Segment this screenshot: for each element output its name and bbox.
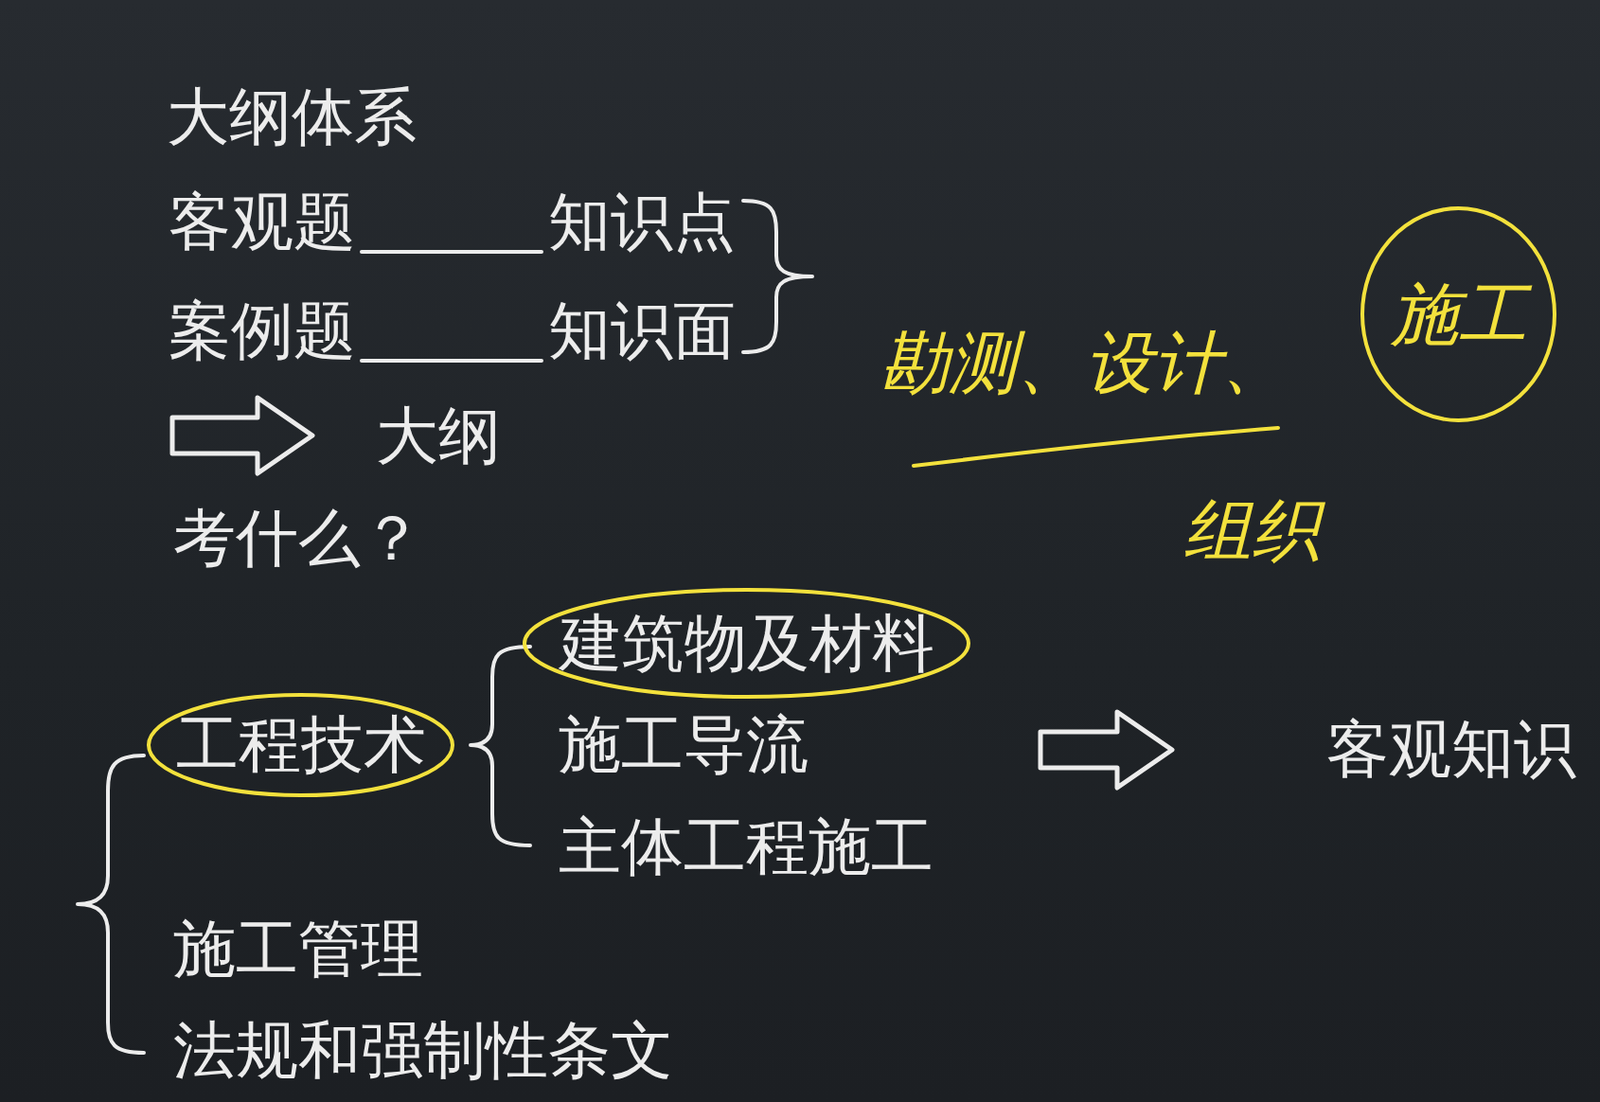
circled-item: 建筑物及材料 — [521, 586, 972, 700]
curly-brace — [77, 755, 144, 1053]
circled-text: 工程技术 — [176, 713, 427, 777]
board-text: 施工导流 — [558, 713, 809, 777]
circled-text: 建筑物及材料 — [559, 612, 935, 676]
ellipse-outline — [148, 694, 453, 796]
board-text: 考什么？ — [173, 507, 424, 570]
board-text: 知识点 — [548, 191, 736, 254]
board-text: 大纲 — [375, 405, 501, 468]
circled-item: 施工 — [1359, 205, 1558, 424]
board-text: 施工管理 — [173, 918, 424, 981]
hollow-arrow — [1040, 711, 1173, 788]
blank-line — [361, 358, 542, 363]
handwritten-note: 勘测、设计、 — [880, 328, 1290, 397]
heading: 大纲体系 — [166, 86, 417, 149]
board-text: 客观知识 — [1326, 718, 1577, 782]
board-text: 知识面 — [548, 300, 736, 363]
blank-line — [361, 249, 542, 254]
ellipse-outline — [1362, 208, 1555, 421]
board-text: 法规和强制性条文 — [173, 1019, 674, 1083]
board-text: 客观题 — [168, 191, 356, 254]
curly-brace — [470, 646, 531, 846]
ellipse-outline — [524, 589, 969, 697]
handwritten-underline — [913, 427, 1279, 466]
board-text: 案例题 — [168, 300, 356, 363]
circled-item: 工程技术 — [145, 692, 456, 799]
curly-brace — [743, 200, 813, 353]
handwritten-text: 施工 — [1390, 280, 1528, 349]
hollow-arrow — [172, 397, 313, 474]
board-text: 主体工程施工 — [558, 816, 934, 879]
handwritten-note: 组织 — [1183, 496, 1320, 565]
